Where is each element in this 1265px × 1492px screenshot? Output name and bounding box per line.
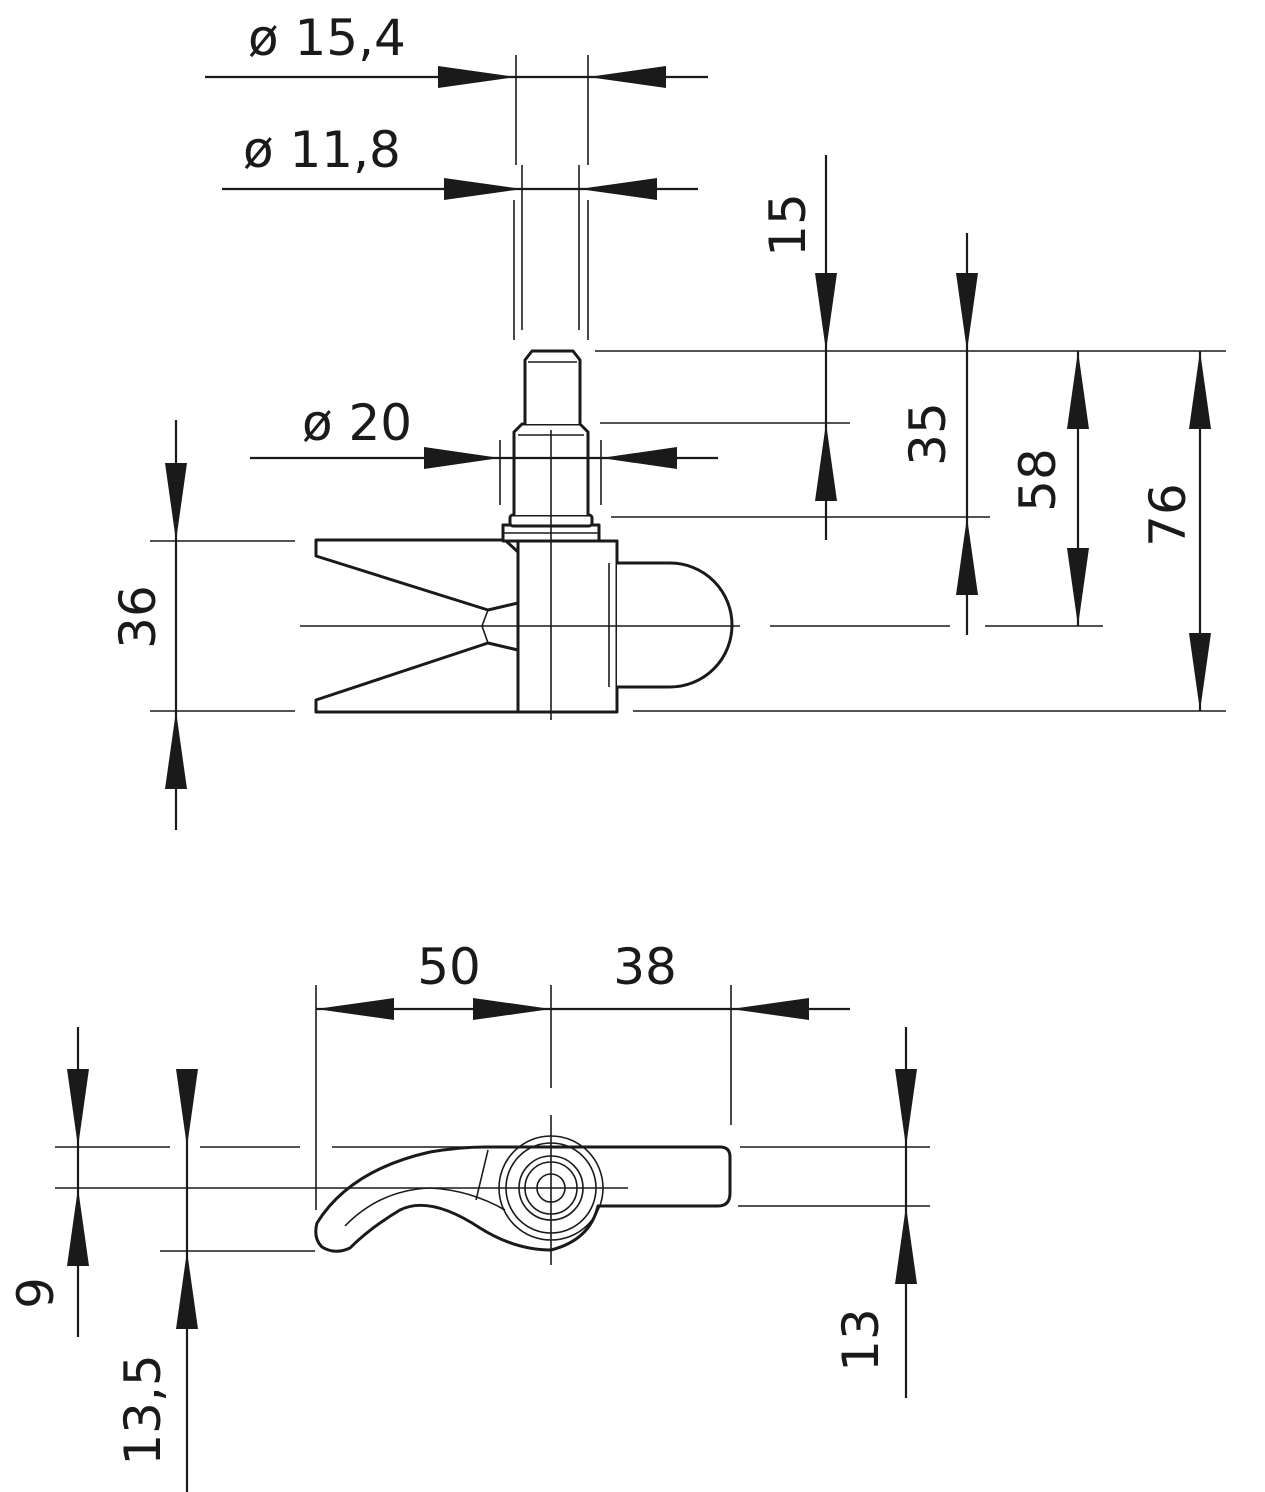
dim-h-58: 58	[1009, 448, 1067, 512]
side-view: ø 15,4 ø 11,8 ø 20 15 35 58	[109, 9, 1226, 830]
dim-dia-11-8: ø 11,8	[243, 121, 401, 179]
dim-dia-20: ø 20	[302, 394, 412, 452]
dim-h-15: 15	[759, 193, 817, 257]
dim-h-13: 13	[832, 1308, 890, 1372]
dim-w-50: 50	[417, 938, 481, 996]
dim-h-13-5: 13,5	[114, 1354, 172, 1465]
top-view-part	[314, 1135, 732, 1253]
dim-w-38: 38	[613, 938, 677, 996]
top-view: 50 38 9 13,5 13	[7, 938, 930, 1492]
dim-h-36: 36	[109, 585, 167, 649]
dim-h-35: 35	[899, 402, 957, 466]
dim-h-76: 76	[1139, 483, 1197, 547]
side-view-part	[314, 349, 734, 714]
dim-h-9: 9	[7, 1277, 65, 1309]
dim-dia-15-4: ø 15,4	[248, 9, 406, 67]
